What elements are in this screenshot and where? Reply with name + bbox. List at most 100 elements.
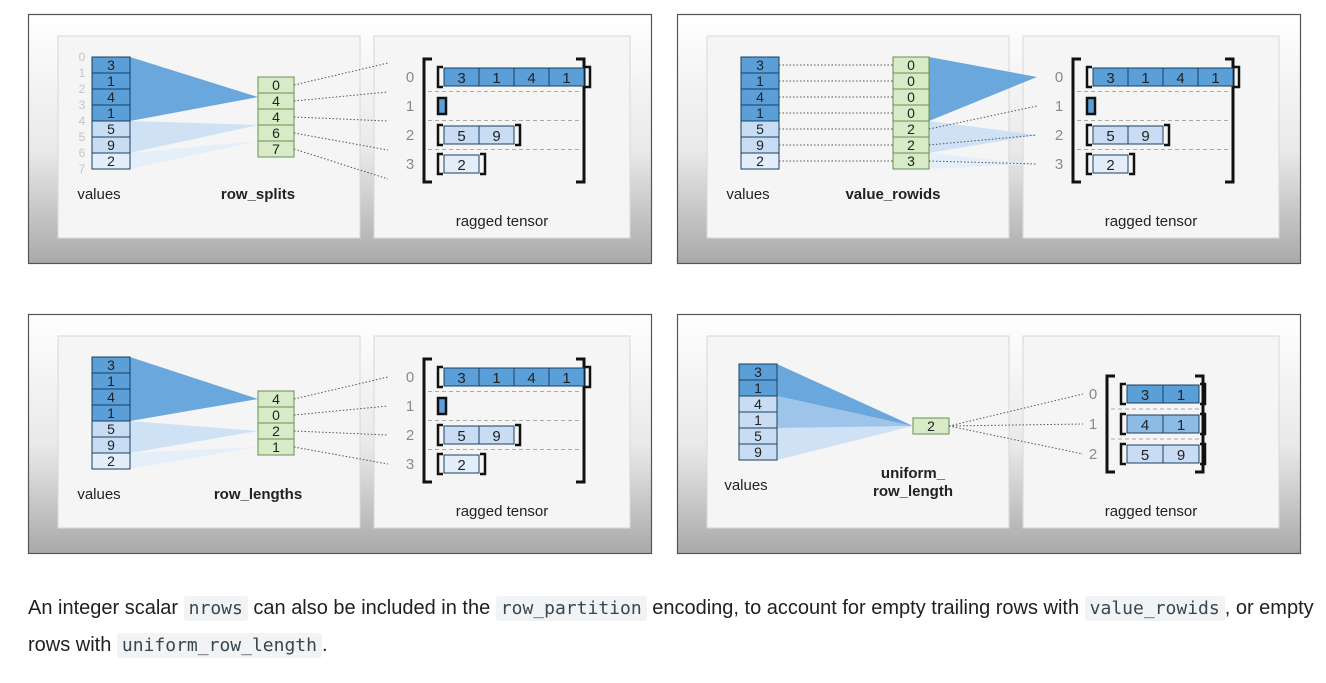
value-cell: [91, 452, 131, 470]
value-number: 9: [754, 444, 762, 460]
row-value-number: 4: [1176, 70, 1184, 87]
row-value-number: 1: [492, 370, 500, 387]
fan-row-2: [130, 421, 258, 453]
caption-text-2: can also be included in the: [247, 597, 496, 619]
encoding-number: 2: [907, 121, 915, 137]
dotted-connections: [779, 64, 1038, 165]
row-value-number: 2: [457, 157, 465, 174]
row-value-cell: [1197, 67, 1234, 87]
fan-connections: [929, 57, 1037, 169]
row-index: 3: [406, 456, 414, 473]
row-value-number: 2: [457, 457, 465, 474]
code-nrows: nrows: [183, 596, 248, 621]
value-number: 3: [754, 364, 762, 380]
row-index: 0: [406, 369, 414, 386]
tensor-label: ragged tensor: [456, 213, 549, 230]
empty-row-cell: [1085, 96, 1097, 116]
value-number: 5: [107, 421, 115, 437]
row-index: 0: [406, 69, 414, 86]
value-index-label: 6: [79, 146, 86, 160]
fan-row-1: [777, 396, 913, 428]
row-value-number: 4: [527, 70, 535, 87]
row-value-number: 3: [457, 70, 465, 87]
row-value-number: 1: [1177, 387, 1185, 404]
encoding-label: row_length: [873, 483, 953, 500]
value-index-label: 5: [79, 130, 86, 144]
row-index: 3: [1055, 156, 1063, 173]
row-value-number: 4: [527, 370, 535, 387]
value-number: 3: [107, 57, 115, 73]
value-number: 4: [107, 389, 115, 405]
value-number: 1: [754, 412, 762, 428]
row-right-bracket: [1234, 65, 1241, 89]
outer-right-bracket: [1195, 374, 1205, 474]
row-value-cell: [478, 125, 515, 145]
value-number: 1: [107, 73, 115, 89]
row-index: 2: [1055, 127, 1063, 144]
row-index: 1: [1055, 98, 1063, 115]
row-value-cell: [1127, 125, 1164, 145]
tensor-label: ragged tensor: [1105, 503, 1198, 520]
fan-row-0: [130, 57, 258, 121]
row-value-number: 5: [457, 428, 465, 445]
row-value-cell: [478, 425, 515, 445]
code-row-partition: row_partition: [495, 596, 647, 621]
tensor-label: ragged tensor: [456, 503, 549, 520]
value-number: 2: [756, 153, 764, 169]
fan-row-3: [929, 153, 1037, 169]
row-value-number: 9: [1177, 447, 1185, 464]
fan-row-3: [130, 141, 258, 169]
row-value-number: 2: [1106, 157, 1114, 174]
row-right-bracket: [480, 152, 487, 176]
row-index: 1: [406, 98, 414, 115]
value-number: 3: [756, 57, 764, 73]
value-number: 4: [754, 396, 762, 412]
encoding-number: 2: [927, 418, 935, 434]
value-number: 5: [756, 121, 764, 137]
row-value-cell: [443, 154, 480, 174]
caption-text-4: , or empty rows with: [28, 597, 1314, 656]
values-label: values: [77, 186, 120, 203]
value-index-label: 3: [79, 98, 86, 112]
caption-text-3: encoding, to account for empty trailing …: [646, 597, 1085, 619]
row-value-cell: [443, 454, 480, 474]
dotted-connections: [293, 376, 389, 465]
row-right-bracket: [480, 452, 487, 476]
encoding-number: 0: [272, 407, 280, 423]
value-number: 1: [107, 373, 115, 389]
row-left-bracket: [1119, 382, 1126, 406]
split-to-boundary-line: [293, 116, 389, 122]
encoding-number: 0: [907, 105, 915, 121]
value-number: 3: [107, 357, 115, 373]
row-value-number: 1: [1177, 417, 1185, 434]
value-number: 1: [754, 380, 762, 396]
row-right-bracket: [1200, 412, 1207, 436]
encoding-number: 0: [907, 89, 915, 105]
outer-left-bracket: [1071, 57, 1081, 184]
rowid-to-row-line: [928, 160, 1038, 165]
value-index-label: 0: [79, 50, 86, 64]
row-index: 1: [406, 398, 414, 415]
fan-row-0: [130, 357, 258, 421]
encoding-number: 3: [907, 153, 915, 169]
rowid-to-row-line: [928, 105, 1038, 130]
row-right-bracket: [585, 365, 592, 389]
fan-row-2: [777, 426, 913, 460]
fan-row-0: [929, 57, 1037, 121]
row-left-bracket: [1119, 412, 1126, 436]
value-number: 5: [754, 428, 762, 444]
empty-row-cell: [436, 396, 448, 416]
rowid-to-row-line: [928, 134, 1038, 146]
code-uniform-row-length: uniform_row_length: [116, 633, 322, 658]
values-label: values: [724, 477, 767, 494]
outer-left-bracket: [1105, 374, 1115, 474]
row-right-bracket: [515, 423, 522, 447]
